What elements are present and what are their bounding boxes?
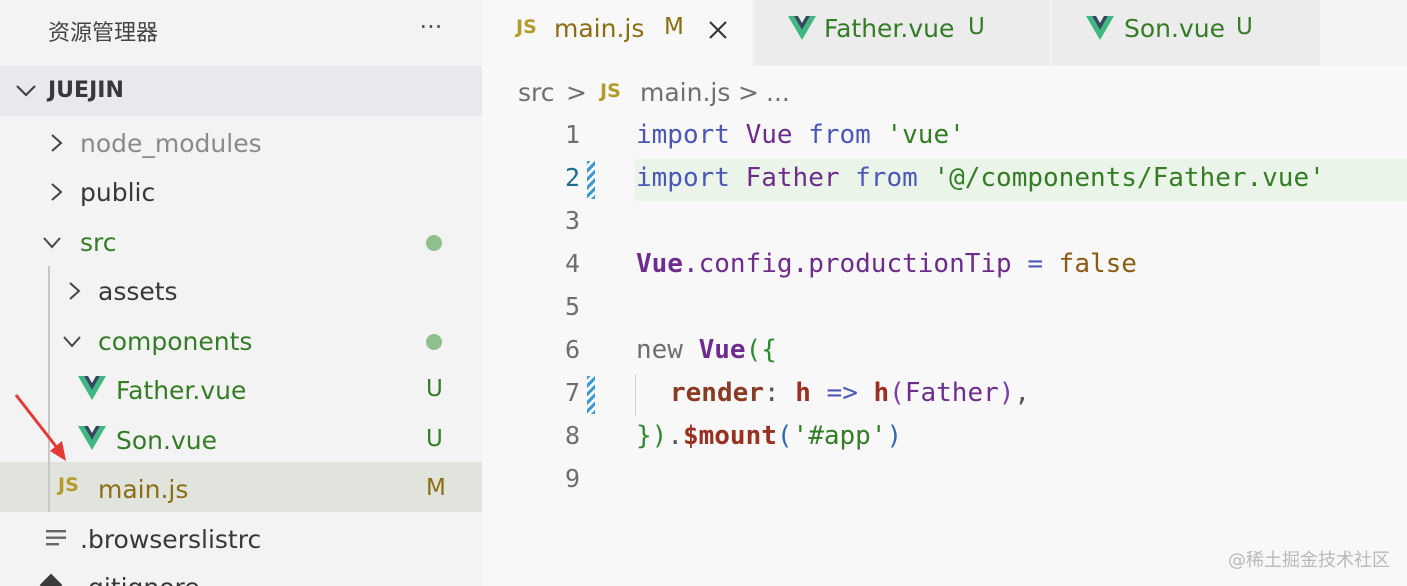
more-actions-icon[interactable]: ··· <box>419 13 443 41</box>
modified-dot <box>426 235 442 251</box>
gutter-change-marker <box>587 161 595 199</box>
code-line[interactable]: 4 Vue.config.productionTip = false <box>482 245 1407 287</box>
code-line[interactable]: 1 import Vue from 'vue' <box>482 116 1407 158</box>
indent-guide <box>48 266 50 512</box>
code-text: render: h => h(Father), <box>670 378 1031 408</box>
line-highlight <box>635 159 1407 201</box>
breadcrumb-separator: > <box>738 78 759 107</box>
tab-label: main.js <box>554 14 645 43</box>
code-text: Vue.config.productionTip = false <box>636 249 1137 279</box>
chevron-right-icon <box>69 282 81 300</box>
code-text: import Vue from 'vue' <box>636 120 965 150</box>
tree-item-src[interactable]: src <box>0 217 482 267</box>
vue-file-icon <box>1086 16 1114 40</box>
section-juejin[interactable]: JUEJIN <box>0 66 482 116</box>
untracked-badge: U <box>1236 14 1253 40</box>
untracked-badge: U <box>968 14 985 40</box>
breadcrumb-folder[interactable]: src <box>518 78 555 107</box>
annotation-arrow-icon <box>14 394 66 461</box>
tree-item-components[interactable]: components <box>0 316 482 366</box>
section-title: JUEJIN <box>48 78 124 103</box>
explorer-header: 资源管理器 ··· <box>0 0 482 58</box>
editor-tabbar: JS main.js M Father.vue U Son.vue U <box>482 0 1407 66</box>
code-line[interactable]: 6 new Vue({ <box>482 331 1407 373</box>
close-icon[interactable] <box>706 18 730 42</box>
chevron-down-icon <box>43 237 61 249</box>
tree-item-label: node_modules <box>80 129 262 158</box>
tree-item-public[interactable]: public <box>0 167 482 217</box>
tree-item-main-js[interactable]: JS main.js M <box>0 462 482 512</box>
text-file-icon <box>46 530 66 546</box>
line-number: 8 <box>564 421 580 450</box>
line-number: 6 <box>564 335 580 364</box>
modified-badge: M <box>426 475 446 501</box>
chevron-down-icon <box>16 85 36 97</box>
code-line[interactable]: 9 <box>482 460 1407 502</box>
vue-file-icon <box>78 426 106 450</box>
tree-item-label: main.js <box>98 475 189 504</box>
gutter-change-marker <box>587 376 595 414</box>
modified-badge: M <box>664 14 684 40</box>
tab-label: Son.vue <box>1124 14 1225 43</box>
modified-dot <box>426 334 442 350</box>
js-file-icon: JS <box>516 16 537 38</box>
untracked-badge: U <box>426 426 443 452</box>
chevron-right-icon <box>51 183 63 201</box>
code-line[interactable]: 3 <box>482 202 1407 244</box>
tree-item-label: assets <box>98 277 178 306</box>
breadcrumb-more[interactable]: ... <box>766 78 790 107</box>
vue-file-icon <box>788 16 816 40</box>
explorer-title: 资源管理器 <box>48 21 159 46</box>
tree-item-gitignore[interactable]: .gitignore <box>0 562 482 586</box>
tab-father-vue[interactable]: Father.vue U <box>754 0 1050 66</box>
git-file-icon <box>39 573 63 586</box>
tree-item-label: components <box>98 327 253 356</box>
explorer-sidebar: 资源管理器 ··· JUEJIN node_modules public src… <box>0 0 482 586</box>
js-file-icon: JS <box>58 474 79 496</box>
chevron-right-icon <box>51 134 63 152</box>
tab-son-vue[interactable]: Son.vue U <box>1052 0 1320 66</box>
line-number: 2 <box>564 163 580 192</box>
tree-item-label: src <box>80 228 117 257</box>
code-editor[interactable]: 1 import Vue from 'vue' 2 import Father … <box>482 116 1407 586</box>
indent-guide <box>635 374 636 416</box>
code-line[interactable]: 5 <box>482 288 1407 330</box>
watermark: @稀土掘金技术社区 <box>1228 550 1390 571</box>
line-number: 1 <box>564 120 580 149</box>
code-line[interactable]: 7 render: h => h(Father), <box>482 374 1407 416</box>
tree-item-label: Son.vue <box>116 426 217 455</box>
tree-item-label: .gitignore <box>80 573 200 586</box>
line-number: 3 <box>564 206 580 235</box>
tab-main-js[interactable]: JS main.js M <box>482 0 752 66</box>
code-line[interactable]: 8 }).$mount('#app') <box>482 417 1407 459</box>
tree-item-label: public <box>80 178 156 207</box>
tree-item-assets[interactable]: assets <box>0 266 482 316</box>
line-number: 7 <box>564 378 580 407</box>
untracked-badge: U <box>426 376 443 402</box>
vue-file-icon <box>78 376 106 400</box>
tree-item-label: Father.vue <box>116 376 247 405</box>
tree-item-label: .browserslistrc <box>80 525 262 554</box>
js-file-icon: JS <box>600 80 621 102</box>
chevron-down-icon <box>63 336 81 348</box>
code-text: import Father from '@/components/Father.… <box>636 163 1325 193</box>
code-line[interactable]: 2 import Father from '@/components/Fathe… <box>482 159 1407 201</box>
breadcrumb-file[interactable]: main.js <box>640 78 731 107</box>
line-number: 9 <box>564 464 580 493</box>
tree-item-node-modules[interactable]: node_modules <box>0 118 482 168</box>
line-number: 5 <box>564 292 580 321</box>
tree-item-son-vue[interactable]: Son.vue U <box>0 415 482 465</box>
breadcrumb-separator: > <box>566 78 587 107</box>
tree-item-father-vue[interactable]: Father.vue U <box>0 365 482 415</box>
code-text: }).$mount('#app') <box>636 421 903 451</box>
tree-item-browserslistrc[interactable]: .browserslistrc <box>0 514 482 564</box>
tab-label: Father.vue <box>824 14 955 43</box>
code-text: new Vue({ <box>636 335 777 365</box>
line-number: 4 <box>564 249 580 278</box>
